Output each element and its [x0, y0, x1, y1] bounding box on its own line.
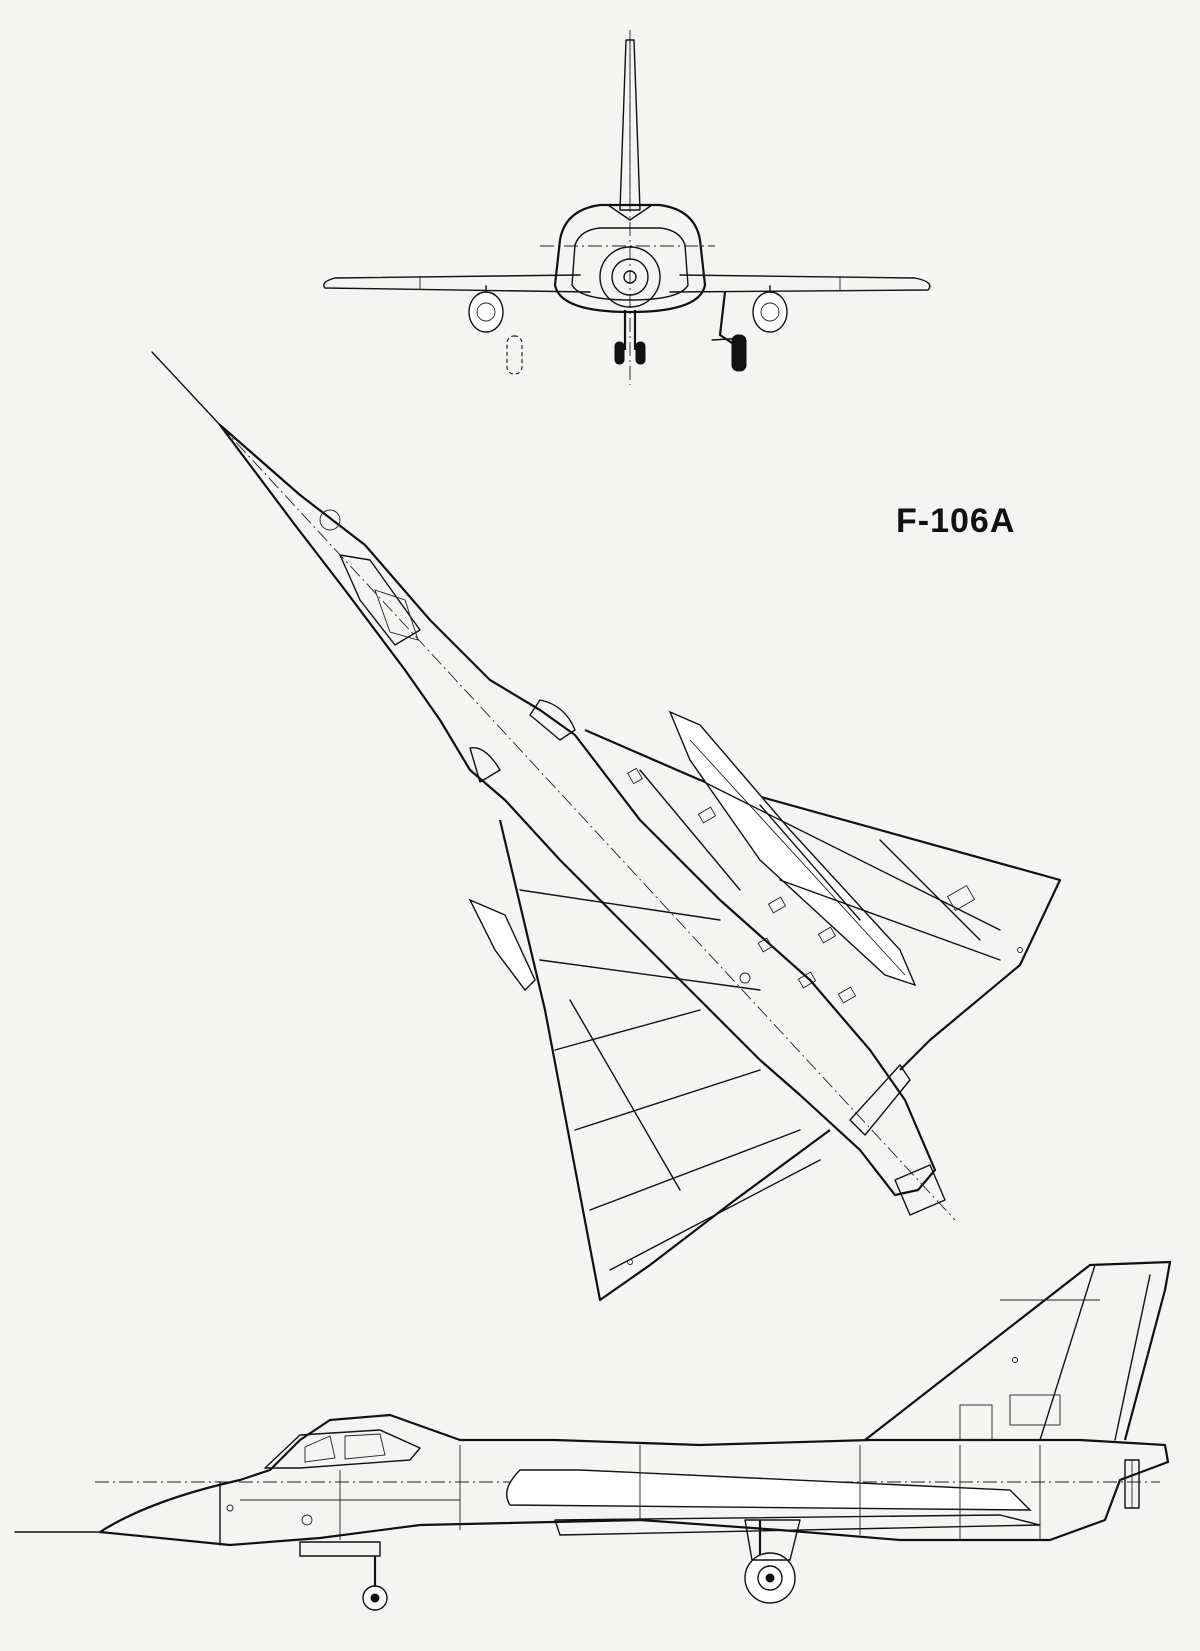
front-view: [323, 30, 931, 385]
aircraft-designation-label: F-106A: [896, 502, 1016, 540]
plan-view: [151, 351, 1062, 1302]
side-view: [14, 1260, 1172, 1611]
